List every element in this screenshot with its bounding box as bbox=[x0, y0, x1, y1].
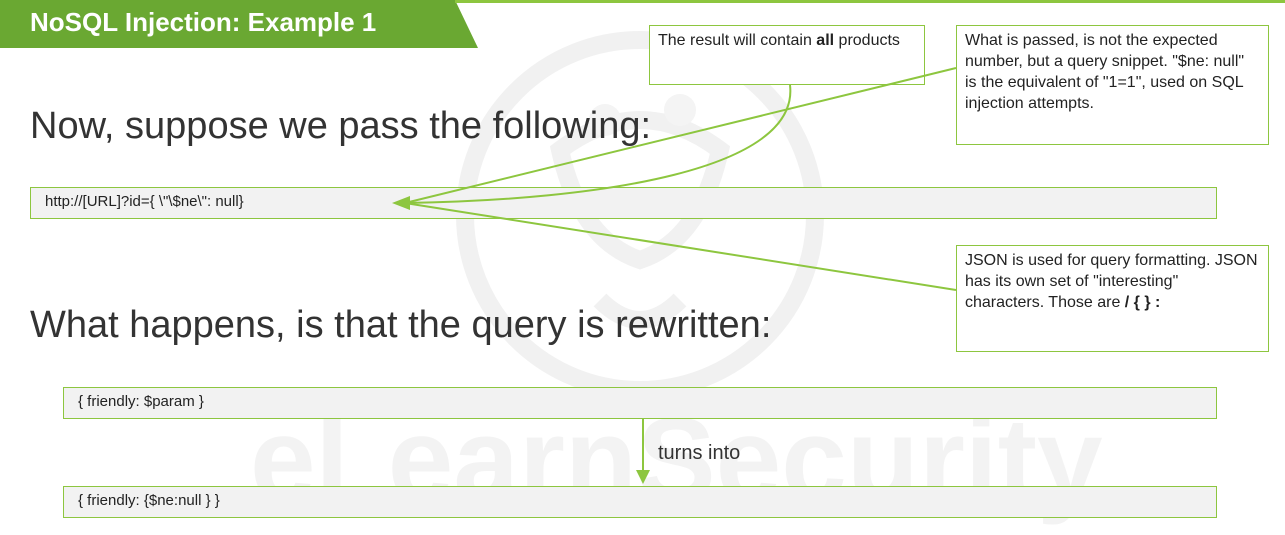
turns-into-label: turns into bbox=[658, 442, 741, 464]
callout-json: JSON is used for query formatting. JSON … bbox=[956, 245, 1269, 352]
callout-passed-text: What is passed, is not the expected numb… bbox=[965, 32, 1245, 112]
callout-json-chars: / { } : bbox=[1124, 294, 1161, 311]
page-title: NoSQL Injection: Example 1 bbox=[30, 7, 377, 37]
title-tab-background bbox=[0, 0, 478, 48]
callout-result: The result will contain all products bbox=[649, 25, 925, 85]
heading-rewritten: What happens, is that the query is rewri… bbox=[30, 304, 772, 346]
query-before-text: { friendly: $param } bbox=[78, 393, 204, 410]
callout-result-tail: products bbox=[834, 32, 900, 49]
query-after-text: { friendly: {$ne:null } } bbox=[78, 492, 220, 509]
callout-result-bold: all bbox=[816, 32, 835, 49]
callout-result-text: The result will contain bbox=[658, 32, 817, 49]
query-before-code-box: { friendly: $param } bbox=[63, 387, 1217, 419]
heading-pass: Now, suppose we pass the following: bbox=[30, 105, 652, 147]
query-after-code-box: { friendly: {$ne:null } } bbox=[63, 486, 1217, 518]
url-code-box: http://[URL]?id={ \"\$ne\": null} bbox=[30, 187, 1217, 219]
callout-passed: What is passed, is not the expected numb… bbox=[956, 25, 1269, 145]
callout-json-text: JSON is used for query formatting. JSON … bbox=[965, 252, 1258, 311]
url-code-text: http://[URL]?id={ \"\$ne\": null} bbox=[45, 193, 244, 210]
